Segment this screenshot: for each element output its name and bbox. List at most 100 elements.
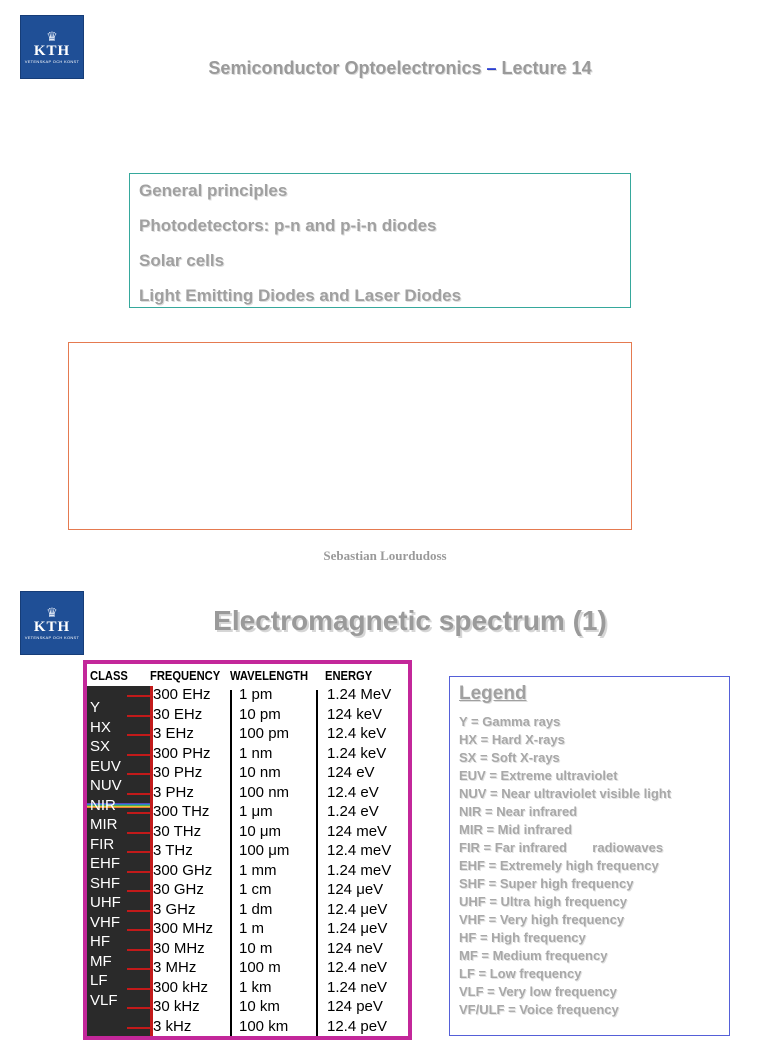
- slide1-title: Semiconductor Optoelectronics – Lecture …: [120, 58, 680, 79]
- legend-item: EHF = Extremely high frequency: [459, 858, 659, 873]
- header-wavelength: WAVELENGTH: [230, 668, 309, 683]
- frequency-cell: 30 EHz: [153, 705, 203, 723]
- band-tick: [127, 890, 153, 892]
- frequency-cell: 3 GHz: [153, 900, 196, 918]
- class-label: UHF: [90, 894, 121, 911]
- class-label: NIR: [90, 796, 116, 814]
- wavelength-cell: 100 μm: [239, 842, 290, 859]
- wavelength-cell: 10 nm: [239, 764, 281, 781]
- wavelength-cell: 100 nm: [239, 783, 290, 801]
- topic-item: General principles: [139, 181, 288, 200]
- band-tick: [127, 1007, 153, 1009]
- frequency-cell: 300 EHz: [153, 686, 211, 703]
- logo-subtext: VETENSKAP OCH KONST: [24, 59, 80, 64]
- legend-item: NIR = Near infrared: [459, 804, 578, 819]
- legend-item: SHF = Super high frequency: [459, 876, 634, 891]
- legend-item: NUV = Near ultraviolet visible light: [459, 786, 672, 801]
- header-frequency: FREQUENCY: [150, 668, 221, 683]
- wavelength-cell: 100 pm: [239, 725, 290, 742]
- energy-cell: 12.4 neV: [327, 959, 388, 976]
- legend-item: HF = High frequency: [459, 930, 586, 945]
- band-tick: [127, 987, 153, 990]
- energy-cell: 1.24 MeV: [327, 686, 392, 703]
- wavelength-cell: 10 m: [239, 939, 273, 957]
- wavelength-cell: 100 km: [239, 1017, 289, 1035]
- band-tick: [127, 948, 153, 951]
- class-label: FIR: [90, 835, 115, 853]
- visible-light-band: [87, 803, 150, 808]
- band-tick: [127, 734, 153, 736]
- wavelength-cell: 1 dm: [239, 900, 273, 918]
- band-tick: [127, 1026, 153, 1029]
- frequency-cell: 300 kHz: [153, 978, 209, 996]
- band-tick: [127, 851, 153, 853]
- class-label: LF: [90, 972, 108, 989]
- topics-box: General principles Photodetectors: p-n a…: [129, 173, 631, 308]
- band-marker-line: [150, 686, 153, 1036]
- frequency-cell: 3 PHz: [153, 783, 194, 801]
- spectrum-table: CLASS FREQUENCY WAVELENGTH ENERGY 300 EH…: [83, 660, 412, 1040]
- frequency-cell: 3 MHz: [153, 959, 197, 976]
- frequency-cell: 30 MHz: [153, 939, 205, 957]
- band-tick: [127, 929, 153, 931]
- energy-cell: 1.24 meV: [327, 861, 392, 879]
- wavelength-cell: 1 nm: [239, 744, 273, 762]
- legend-title: Legend: [459, 683, 527, 704]
- kth-logo: ♛ KTH VETENSKAP OCH KONST: [20, 591, 84, 655]
- energy-cell: 1.24 neV: [327, 978, 388, 996]
- class-label: SHF: [90, 874, 120, 892]
- legend-item: HX = Hard X-rays: [459, 732, 565, 747]
- band-tick: [127, 714, 153, 717]
- topic-item: Photodetectors: p-n and p-i-n diodes: [139, 216, 437, 235]
- empty-content-box: [68, 342, 632, 530]
- logo-text: KTH: [33, 43, 71, 59]
- frequency-cell: 30 THz: [153, 822, 202, 840]
- class-label: VLF: [90, 991, 118, 1009]
- band-tick: [127, 695, 153, 697]
- class-label: VHF: [90, 913, 120, 931]
- frequency-cell: 3 THz: [153, 842, 193, 859]
- frequency-cell: 300 THz: [153, 803, 210, 820]
- header-class: CLASS: [90, 668, 128, 683]
- energy-cell: 1.24 keV: [327, 744, 387, 762]
- legend-item: SX = Soft X-rays: [459, 750, 560, 765]
- wavelength-cell: 100 m: [239, 959, 281, 976]
- frequency-cell: 3 EHz: [153, 725, 194, 742]
- logo-subtext: VETENSKAP OCH KONST: [24, 635, 80, 640]
- title-dash: –: [486, 58, 497, 78]
- class-label: Y: [90, 699, 101, 716]
- wavelength-cell: 10 pm: [239, 705, 281, 723]
- class-label: HX: [90, 718, 111, 736]
- energy-cell: 124 eV: [327, 764, 375, 781]
- class-label: SX: [90, 738, 111, 755]
- band-tick: [127, 870, 153, 873]
- energy-cell: 12.4 eV: [327, 783, 379, 801]
- legend-item: EUV = Extreme ultraviolet: [459, 768, 618, 783]
- frequency-cell: 300 PHz: [153, 744, 211, 762]
- class-column: [87, 686, 150, 1036]
- band-tick: [127, 792, 153, 795]
- wavelength-cell: 1 mm: [239, 861, 277, 879]
- wavelength-cell: 10 μm: [239, 822, 281, 840]
- frequency-cell: 30 kHz: [153, 998, 200, 1015]
- frequency-cell: 300 GHz: [153, 861, 213, 879]
- legend-item: MF = Medium frequency: [459, 948, 608, 963]
- logo-text: KTH: [33, 619, 71, 635]
- energy-cell: 1.24 μeV: [327, 920, 388, 937]
- class-label: EUV: [90, 757, 121, 775]
- energy-cell: 12.4 keV: [327, 725, 387, 742]
- energy-cell: 124 neV: [327, 939, 383, 957]
- band-tick: [127, 812, 153, 814]
- crown-icon: ♛: [46, 605, 58, 620]
- title-right: Lecture 14: [501, 58, 592, 78]
- wavelength-cell: 1 m: [239, 920, 265, 937]
- class-label: MF: [90, 952, 112, 970]
- wavelength-cell: 1 μm: [239, 803, 273, 820]
- frequency-cell: 30 GHz: [153, 881, 204, 898]
- class-label: HF: [90, 933, 110, 950]
- frequency-cell: 300 MHz: [153, 920, 214, 937]
- energy-cell: 124 μeV: [327, 881, 384, 898]
- slide2-title: Electromagnetic spectrum (1): [213, 605, 607, 636]
- crown-icon: ♛: [46, 29, 58, 44]
